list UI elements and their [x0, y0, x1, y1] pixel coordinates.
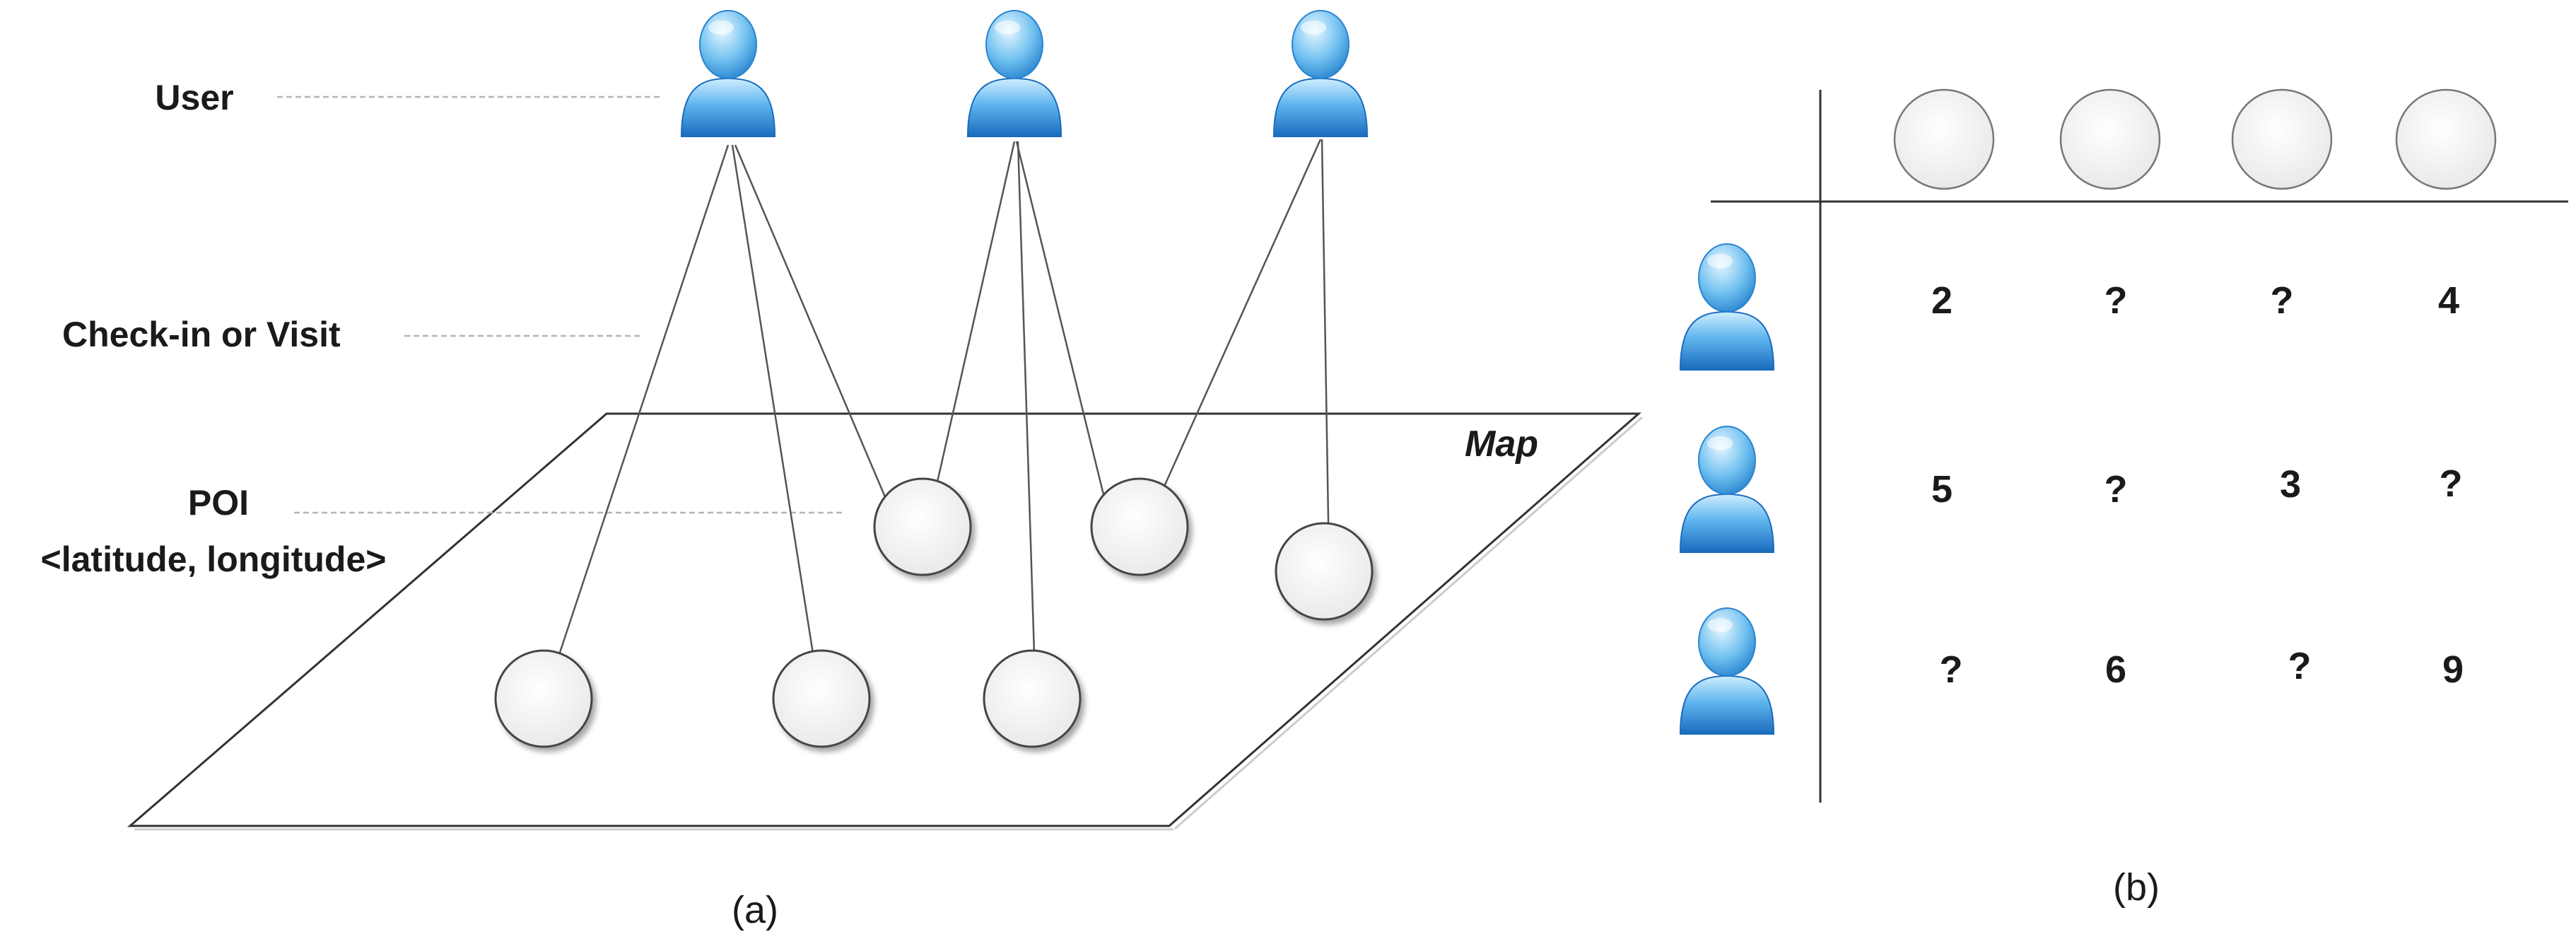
matrix-poi-header: [1893, 88, 2497, 190]
label-map: Map: [1465, 424, 1538, 465]
poi-circle-icon: [2059, 88, 2161, 190]
checkin-arrow: [1321, 139, 1335, 564]
panel-b: 2 ? ? 4 5 ? 3 ? ? 6 ? 9 (b): [1680, 88, 2568, 909]
poi-circle-icon: [1275, 522, 1374, 621]
checkin-arrow: [547, 144, 730, 686]
checkin-arrow: [1017, 141, 1041, 700]
poi-circle-icon: [1090, 477, 1189, 576]
poi-circle-icon: [983, 649, 1082, 748]
user-icons-top: [681, 10, 1368, 137]
user-person-icon: [1680, 243, 1774, 371]
matrix-cell: ?: [2288, 645, 2312, 687]
label-checkin: Check-in or Visit: [62, 315, 341, 354]
poi-circle-icon: [2231, 88, 2333, 190]
map-plane: [127, 412, 1641, 827]
matrix-values: 2 ? ? 4 5 ? 3 ? ? 6 ? 9: [1931, 279, 2464, 691]
poi-circle-icon: [772, 649, 871, 748]
matrix-cell: ?: [1940, 648, 1963, 691]
checkin-arrow: [1142, 139, 1322, 533]
poi-circle-icon: [494, 649, 593, 748]
poi-circle-icon: [2395, 88, 2497, 190]
checkin-arrow: [923, 141, 1016, 533]
matrix-cell: 9: [2442, 648, 2464, 691]
matrix-cell: 6: [2105, 648, 2126, 691]
matrix-cell: ?: [2440, 462, 2463, 505]
matrix-cell: 5: [1931, 468, 1953, 511]
checkin-arrows: [547, 139, 1335, 700]
matrix-cell: 2: [1931, 279, 1953, 322]
matrix-cell: ?: [2104, 279, 2128, 322]
panel-a: User Check-in or Visit POI <latitude, lo…: [41, 10, 1643, 931]
matrix-user-rows: [1680, 243, 1774, 735]
user-person-icon: [1273, 10, 1368, 137]
user-person-icon: [681, 10, 775, 137]
checkin-arrow: [734, 144, 901, 533]
matrix-cell: ?: [2271, 279, 2294, 322]
user-person-icon: [1680, 426, 1774, 553]
label-poi: POI: [188, 483, 249, 523]
poi-circle-icon: [873, 477, 972, 576]
checkin-arrow: [731, 144, 822, 686]
user-person-icon: [1680, 607, 1774, 735]
checkin-arrow: [1015, 141, 1116, 533]
matrix-cell: ?: [2104, 468, 2128, 511]
caption-b: (b): [2113, 866, 2160, 909]
matrix-cell: 4: [2438, 279, 2459, 322]
poi-circle-icon: [1893, 88, 1995, 190]
user-person-icon: [967, 10, 1062, 137]
poi-circles: [494, 477, 1374, 748]
matrix-cell: 3: [2280, 463, 2301, 506]
caption-a: (a): [732, 889, 778, 931]
label-user: User: [155, 78, 233, 117]
label-poi-coords: <latitude, longitude>: [41, 540, 387, 579]
